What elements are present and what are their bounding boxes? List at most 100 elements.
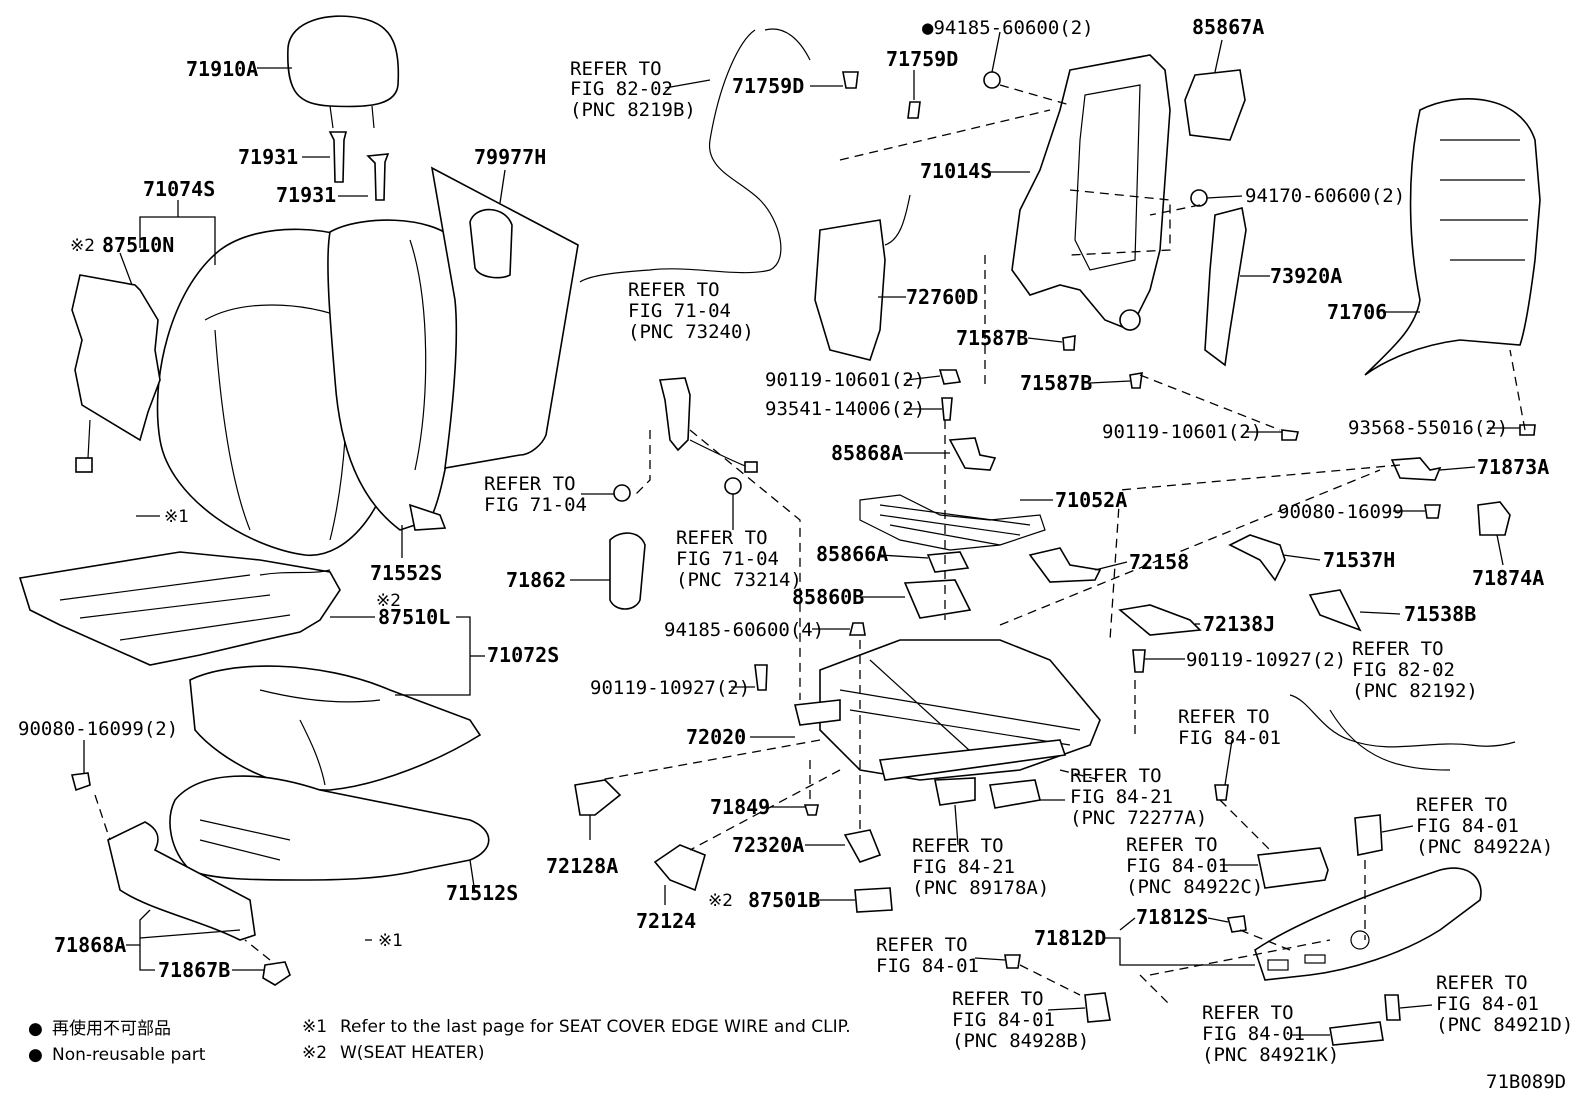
label-71759D: 71759D xyxy=(886,47,958,71)
refer-pnc: (PNC 82192) xyxy=(1352,680,1478,702)
refer-label: REFER TO xyxy=(1416,794,1508,816)
assembly-lines xyxy=(94,84,1526,1006)
label-90080-16099: 90080-16099 xyxy=(1278,501,1404,523)
seat-springs xyxy=(859,437,1046,619)
refer-pnc: (PNC 72277A) xyxy=(1070,807,1207,829)
label-71873A: 71873A xyxy=(1477,455,1549,479)
legend-bullet: ● xyxy=(28,1019,43,1039)
refer-pnc: (PNC 84921K) xyxy=(1202,1044,1339,1066)
refer-pnc: (PNC 73240) xyxy=(628,321,754,343)
label-90119-10601-2: 90119-10601(2) xyxy=(1102,421,1262,443)
seatback-pad xyxy=(327,219,468,531)
label-72128A: 72128A xyxy=(546,854,618,878)
back-board xyxy=(430,166,579,469)
label-72760D: 72760D xyxy=(906,285,978,309)
legend-en: Non-reusable part xyxy=(52,1045,206,1065)
label-90080-16099-2: 90080-16099(2) xyxy=(18,718,178,740)
figure-code: 71B089D xyxy=(1486,1071,1566,1093)
label-71868A: 71868A xyxy=(54,933,126,957)
label-87510L: 87510L xyxy=(378,605,450,629)
leader-lines xyxy=(83,31,1520,1036)
refer-label: REFER TO xyxy=(628,279,720,301)
refer-fig: FIG 71-04 xyxy=(484,494,587,516)
refer-fig: FIG 71-04 xyxy=(676,548,779,570)
refer-fig: FIG 82-02 xyxy=(1352,659,1455,681)
legend-jp: 再使用不可部品 xyxy=(52,1018,171,1039)
refer-label: REFER TO xyxy=(1178,706,1270,728)
seatback-panel xyxy=(1364,98,1541,376)
label-90119-10601-2: 90119-10601(2) xyxy=(765,369,925,391)
refer-fig: FIG 82-02 xyxy=(570,78,673,100)
covers-brackets xyxy=(574,457,1511,913)
label-94170-60600-2: 94170-60600(2) xyxy=(1245,185,1405,207)
legend: ● 再使用不可部品 ● Non-reusable part ※1 Refer t… xyxy=(28,1017,1566,1093)
label-71052A: 71052A xyxy=(1055,488,1127,512)
refer-label: REFER TO xyxy=(676,527,768,549)
switch-knobs xyxy=(1084,992,1401,1046)
label-72158: 72158 xyxy=(1129,550,1189,574)
refer-label: REFER TO xyxy=(952,988,1044,1010)
label-72320A: 72320A xyxy=(732,833,804,857)
label-71072S: 71072S xyxy=(487,643,559,667)
label-85868A: 85868A xyxy=(831,441,903,465)
label-71512S: 71512S xyxy=(446,881,518,905)
label-71867B: 71867B xyxy=(158,958,230,982)
refer-fig: FIG 84-01 xyxy=(952,1009,1055,1031)
refer-pnc: (PNC 84921D) xyxy=(1436,1014,1573,1036)
label-72138J: 72138J xyxy=(1203,612,1275,636)
mark-note2: ※2 xyxy=(70,236,95,256)
refer-fig: FIG 71-04 xyxy=(628,300,731,322)
refer-label: REFER TO xyxy=(876,934,968,956)
mark-note1: ※1 xyxy=(164,507,189,527)
label-85860B: 85860B xyxy=(792,585,864,609)
label-71862: 71862 xyxy=(506,568,566,592)
cushion-pad xyxy=(169,775,490,881)
label-71849: 71849 xyxy=(710,795,770,819)
wire-harness-upper xyxy=(579,28,811,283)
seat-switches xyxy=(1257,814,1383,889)
part-labels: 71910A 71931 71931 79977H 71074S 87510N … xyxy=(18,15,1573,1066)
label-71014S: 71014S xyxy=(920,159,992,183)
side-airbag-cover xyxy=(1204,207,1247,367)
label-71074S: 71074S xyxy=(143,177,215,201)
refer-label: REFER TO xyxy=(1202,1002,1294,1024)
mark-note2: ※2 xyxy=(708,891,733,911)
label-85866A: 85866A xyxy=(816,542,888,566)
front-cover xyxy=(70,772,291,986)
label-94185-60600-2: ●94185-60600(2) xyxy=(922,17,1094,39)
refer-pnc: (PNC 8219B) xyxy=(570,99,696,121)
non-reusable-mark: ● xyxy=(922,17,934,39)
refer-label: REFER TO xyxy=(912,835,1004,857)
cushion-cover xyxy=(189,665,482,791)
mark-note2: ※2 xyxy=(376,591,401,611)
refer-pnc: (PNC 73214) xyxy=(676,569,802,591)
label-90119-10927-2: 90119-10927(2) xyxy=(1186,649,1346,671)
label-71587B: 71587B xyxy=(1020,371,1092,395)
cushion-heater xyxy=(18,551,341,666)
label-87510N: 87510N xyxy=(102,233,174,257)
seat-adjuster-frame xyxy=(794,639,1101,781)
label-71874A: 71874A xyxy=(1472,566,1544,590)
note2-mark: ※2 xyxy=(302,1043,327,1063)
label-71538B: 71538B xyxy=(1404,602,1476,626)
wire-harness-lower xyxy=(1289,694,1516,771)
label-87501B: 87501B xyxy=(748,888,820,912)
label-71910A: 71910A xyxy=(186,57,258,81)
back-heater xyxy=(71,274,161,473)
mark-note1: ※1 xyxy=(378,931,403,951)
label-72124: 72124 xyxy=(636,909,696,933)
legend-bullet: ● xyxy=(28,1045,43,1065)
refer-label: REFER TO xyxy=(484,473,576,495)
label-71812S: 71812S xyxy=(1136,905,1208,929)
label-71931-lower: 71931 xyxy=(276,183,336,207)
refer-pnc: (PNC 84922C) xyxy=(1126,876,1263,898)
headrest-guides xyxy=(328,131,390,201)
label-94185-60600-4: 94185-60600(4) xyxy=(664,619,824,641)
label-71537H: 71537H xyxy=(1323,548,1395,572)
refer-fig: FIG 84-01 xyxy=(1416,815,1519,837)
label-71759D: 71759D xyxy=(732,74,804,98)
refer-fig: FIG 84-01 xyxy=(1436,993,1539,1015)
refer-fig: FIG 84-01 xyxy=(1126,855,1229,877)
